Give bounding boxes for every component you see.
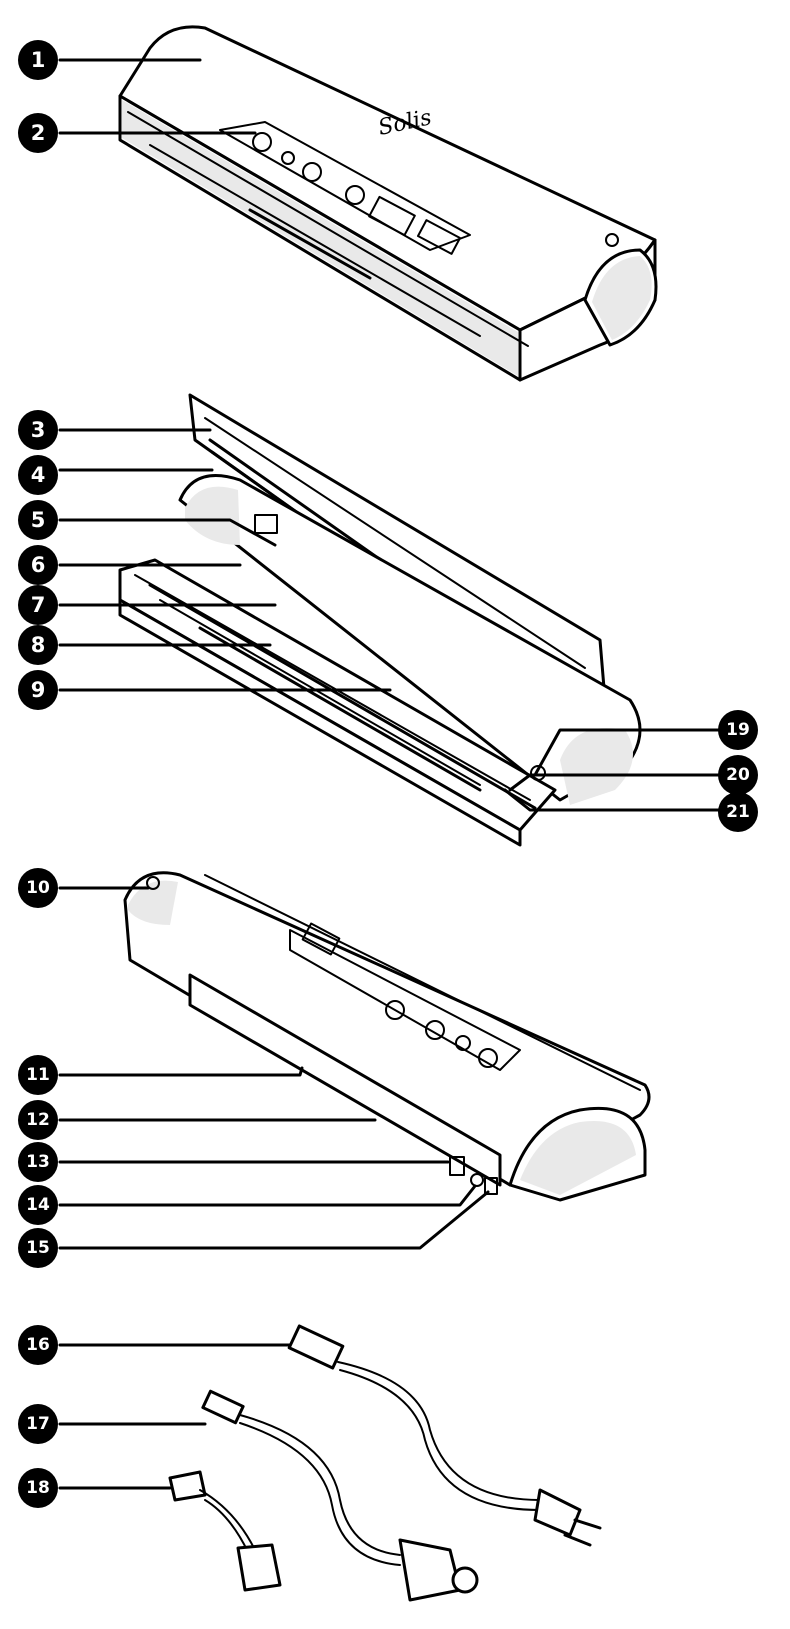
device-closed-front-view: Solis [118, 25, 658, 382]
callout-13: 13 [18, 1142, 58, 1182]
svg-text:6: 6 [31, 553, 46, 577]
svg-text:17: 17 [26, 1414, 50, 1434]
callout-19: 19 [718, 710, 758, 750]
callout-2: 2 [18, 113, 58, 153]
svg-text:12: 12 [26, 1110, 50, 1130]
svg-text:20: 20 [726, 765, 750, 785]
callout-6: 6 [18, 545, 58, 585]
svg-text:18: 18 [26, 1478, 50, 1498]
svg-text:7: 7 [31, 593, 46, 617]
svg-text:10: 10 [26, 878, 50, 898]
callout-21: 21 [718, 792, 758, 832]
svg-text:1: 1 [31, 48, 46, 72]
svg-text:19: 19 [726, 720, 750, 740]
callout-20: 20 [718, 755, 758, 795]
callout-17: 17 [18, 1404, 58, 1444]
svg-text:8: 8 [31, 633, 46, 657]
svg-text:21: 21 [726, 802, 750, 822]
callout-7: 7 [18, 585, 58, 625]
leader-lines [58, 58, 722, 1490]
callout-16: 16 [18, 1325, 58, 1365]
svg-text:4: 4 [31, 463, 46, 487]
callout-3: 3 [18, 410, 58, 450]
callout-11: 11 [18, 1055, 58, 1095]
callout-9: 9 [18, 670, 58, 710]
callout-14: 14 [18, 1185, 58, 1225]
device-closed-rear-view [123, 871, 651, 1202]
callout-18: 18 [18, 1468, 58, 1508]
accessories-view [168, 1324, 602, 1602]
callout-1: 1 [18, 40, 58, 80]
svg-text:14: 14 [26, 1195, 50, 1215]
svg-text:2: 2 [31, 121, 46, 145]
svg-text:15: 15 [26, 1238, 50, 1258]
svg-text:11: 11 [26, 1065, 50, 1085]
svg-text:5: 5 [31, 508, 46, 532]
svg-text:13: 13 [26, 1152, 50, 1172]
callout-5: 5 [18, 500, 58, 540]
callout-4: 4 [18, 455, 58, 495]
svg-text:16: 16 [26, 1335, 50, 1355]
callout-15: 15 [18, 1228, 58, 1268]
callout-10: 10 [18, 868, 58, 908]
svg-text:9: 9 [31, 678, 46, 702]
svg-text:3: 3 [31, 418, 46, 442]
callout-12: 12 [18, 1100, 58, 1140]
callout-8: 8 [18, 625, 58, 665]
device-open-view [118, 393, 642, 847]
